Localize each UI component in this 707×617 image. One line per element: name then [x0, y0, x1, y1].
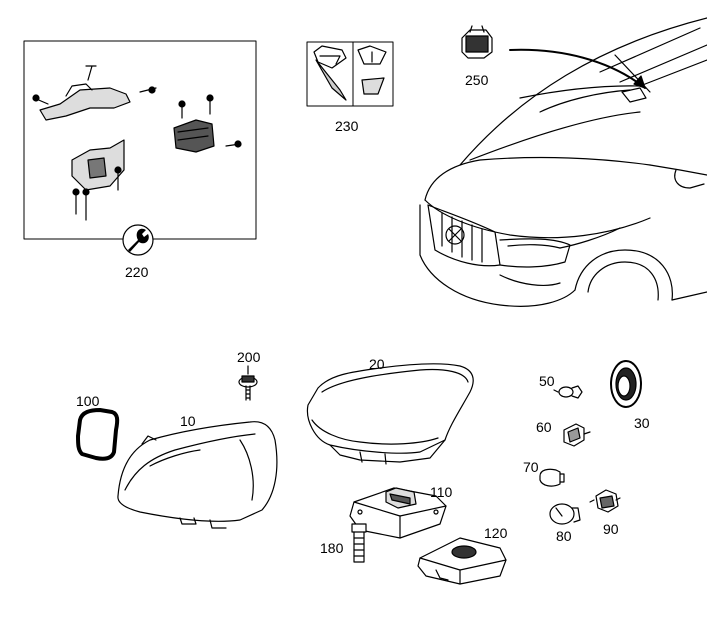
callout-10: 10: [180, 413, 196, 429]
part-60-bulb: [563, 423, 591, 447]
callout-230: 230: [335, 118, 359, 134]
part-200-screw: [238, 365, 258, 401]
callout-30: 30: [634, 415, 650, 431]
part-110-control-unit: [349, 487, 447, 539]
part-230-box: [306, 41, 394, 107]
callout-90: 90: [603, 521, 619, 537]
callout-70: 70: [523, 459, 539, 475]
part-180-screw: [351, 523, 367, 563]
callout-60: 60: [536, 419, 552, 435]
part-30-cap: [610, 360, 642, 408]
part-220-box: [23, 40, 257, 240]
wrench-icon: [122, 224, 154, 256]
callout-180: 180: [320, 540, 344, 556]
callout-200: 200: [237, 349, 261, 365]
part-50-bulb: [553, 385, 583, 399]
callout-250: 250: [465, 72, 489, 88]
callout-120: 120: [484, 525, 508, 541]
callout-110: 110: [430, 484, 453, 500]
part-20-headlamp: [306, 363, 474, 465]
callout-20: 20: [369, 356, 385, 372]
part-250-sensor: [461, 25, 493, 59]
part-70-bulb: [539, 468, 565, 487]
part-120-module: [417, 537, 507, 585]
part-10-headlamp: [117, 421, 278, 529]
part-100-gasket: [76, 408, 120, 461]
part-90-socket: [589, 489, 621, 513]
car-illustration: [419, 17, 707, 307]
part-80-bulb: [549, 503, 581, 525]
pointer-arrow: [509, 48, 646, 89]
callout-80: 80: [556, 528, 572, 544]
callout-100: 100: [76, 393, 100, 409]
callout-220: 220: [125, 264, 149, 280]
callout-50: 50: [539, 373, 555, 389]
